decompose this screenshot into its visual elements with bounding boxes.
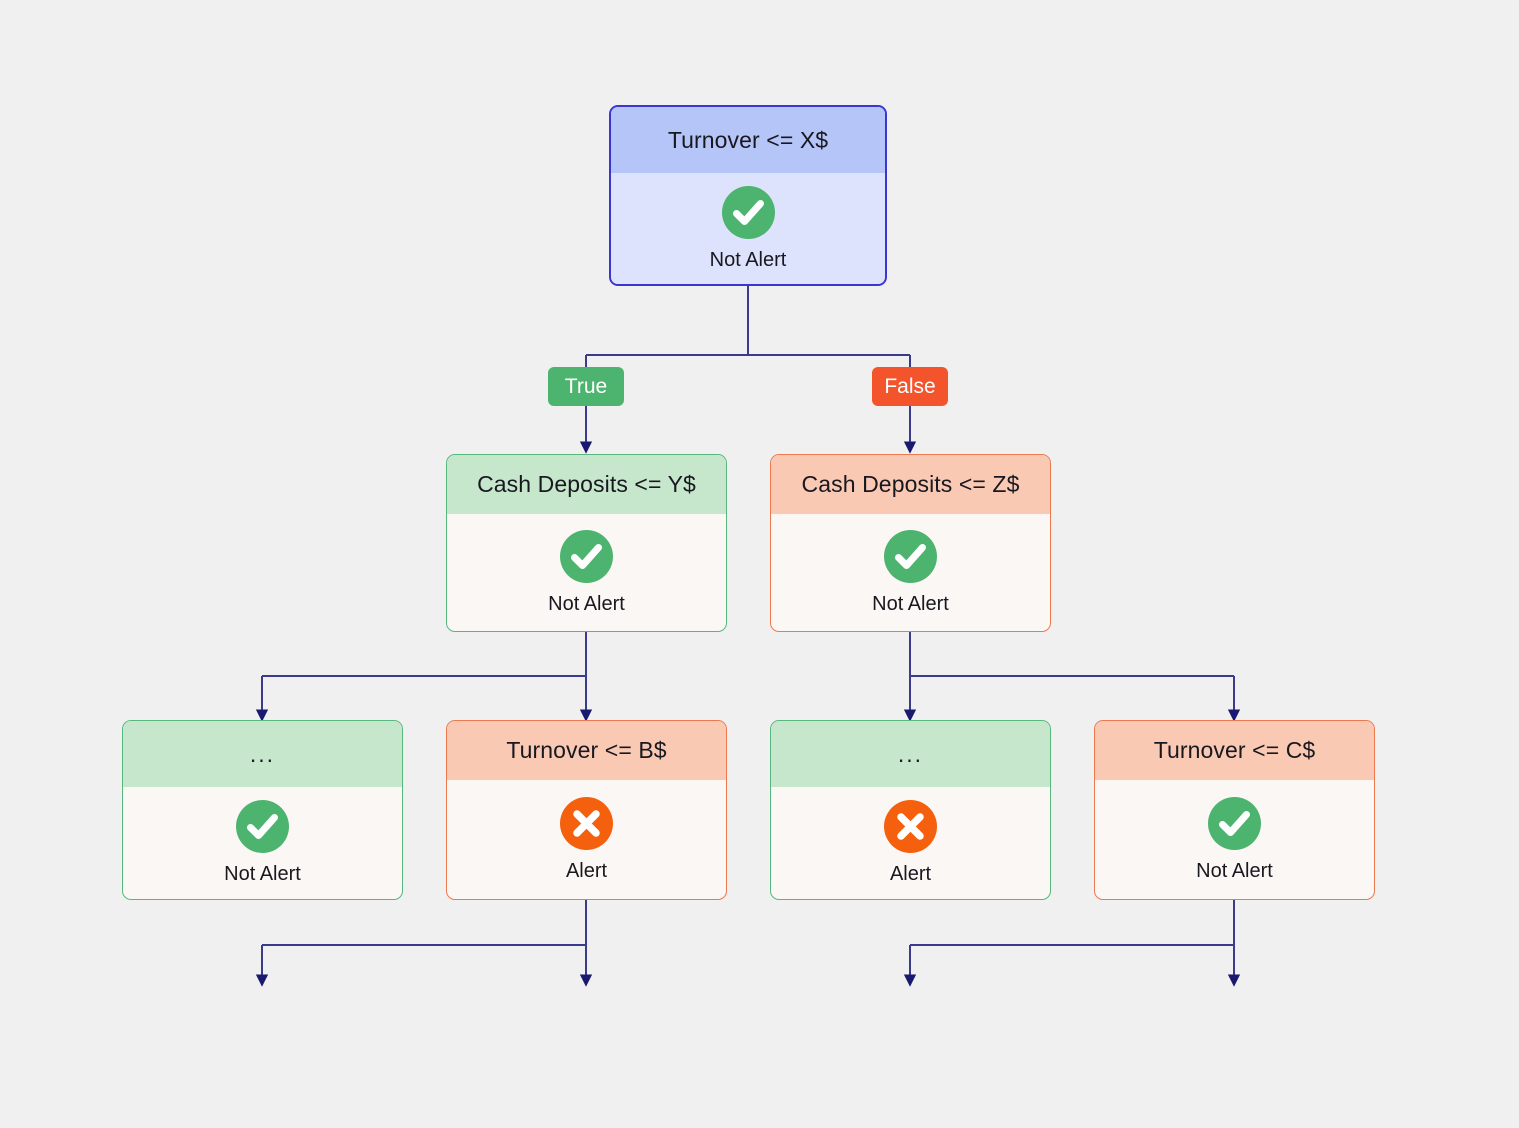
decision-node-root[interactable]: Turnover <= X$ Not Alert (609, 105, 887, 286)
node-condition-label: ... (123, 721, 402, 787)
node-status-label: Not Alert (224, 863, 301, 885)
node-status-label: Alert (565, 859, 608, 882)
node-status-area: Not Alert (771, 514, 1050, 631)
check-circle-icon (1208, 796, 1261, 850)
node-status-area: Not Alert (447, 514, 726, 631)
x-circle-icon (884, 800, 937, 853)
node-condition-label: Turnover <= X$ (611, 107, 885, 173)
branch-label-false-text: False (884, 375, 936, 398)
node-condition-label: Turnover <= B$ (447, 721, 726, 780)
decision-node-l1-right[interactable]: Cash Deposits <= Z$ Not Alert (770, 454, 1051, 632)
node-condition-label: Cash Deposits <= Y$ (447, 455, 726, 514)
decision-node-l1-left[interactable]: Cash Deposits <= Y$ Not Alert (446, 454, 727, 632)
check-circle-icon (236, 800, 289, 853)
node-status-area: Not Alert (1095, 780, 1374, 899)
node-condition-label: Turnover <= C$ (1095, 721, 1374, 780)
node-status-label: Not Alert (709, 248, 787, 271)
node-status-label: Not Alert (872, 592, 949, 615)
decision-node-l2-c[interactable]: ... Alert (770, 720, 1051, 900)
node-status-area: Not Alert (123, 787, 402, 899)
decision-node-l2-a[interactable]: ... Not Alert (122, 720, 403, 900)
branch-label-true[interactable]: True (548, 367, 624, 406)
node-status-area: Alert (447, 780, 726, 899)
node-status-label: Alert (889, 863, 932, 885)
node-condition-label: Cash Deposits <= Z$ (771, 455, 1050, 514)
check-circle-icon (560, 529, 613, 583)
node-status-area: Not Alert (611, 173, 885, 284)
node-condition-label: ... (771, 721, 1050, 787)
node-status-area: Alert (771, 787, 1050, 899)
decision-node-l2-b[interactable]: Turnover <= B$ Alert (446, 720, 727, 900)
decision-node-l2-d[interactable]: Turnover <= C$ Not Alert (1094, 720, 1375, 900)
check-circle-icon (721, 185, 775, 239)
branch-label-true-text: True (564, 375, 608, 398)
check-circle-icon (884, 529, 937, 583)
x-circle-icon (560, 796, 613, 850)
node-status-label: Not Alert (548, 592, 625, 615)
node-status-label: Not Alert (1196, 859, 1273, 882)
branch-label-false[interactable]: False (872, 367, 948, 406)
